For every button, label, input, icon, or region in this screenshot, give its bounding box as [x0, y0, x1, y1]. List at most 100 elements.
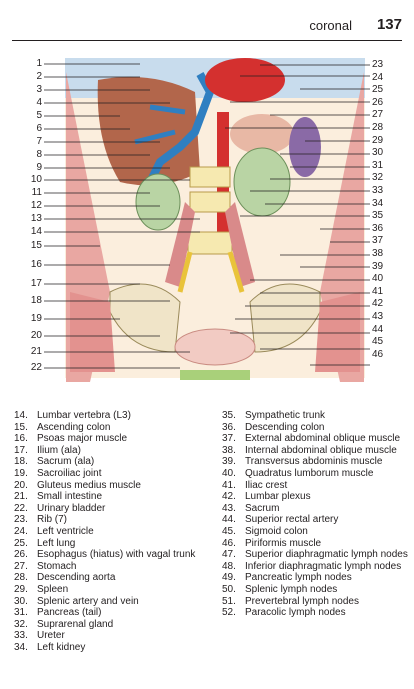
legend-text: Stomach [37, 560, 77, 572]
legend-text: Suprarenal gland [37, 618, 114, 630]
legend-number: 16. [14, 433, 28, 445]
legend-item: 21.Small intestine [14, 491, 204, 503]
legend-number: 43. [222, 502, 236, 514]
callout-number: 39 [372, 260, 384, 272]
legend-text: Ilium (ala) [37, 444, 81, 456]
callout-number: 28 [372, 122, 384, 133]
legend-item: 31.Pancreas (tail) [14, 607, 204, 619]
callout-number: 33 [372, 185, 384, 196]
legend-number: 17. [14, 444, 28, 456]
spleen [289, 117, 321, 177]
callout-number: 14 [30, 226, 42, 237]
legend-item: 34. Left kidney [14, 642, 204, 654]
legend-number: 51. [222, 595, 236, 607]
legend-number: 24. [14, 525, 28, 537]
section-title: coronal [309, 18, 352, 33]
legend-number: 36. [222, 421, 236, 433]
legend-item: 36.Descending colon [222, 422, 408, 434]
callout-number: 1 [36, 58, 42, 69]
legend-item: 17. Ilium (ala) [14, 445, 204, 457]
legend-item: 23.Rib (7) [14, 514, 204, 526]
callout-number: 5 [36, 110, 42, 121]
callout-number: 31 [372, 159, 384, 171]
legend-number: 49. [222, 572, 236, 584]
legend-text: Quadratus lumborum muscle [245, 467, 374, 479]
legend-number: 15. [14, 421, 28, 433]
legend-text: Pancreatic lymph nodes [245, 572, 352, 584]
legend-number: 28. [14, 572, 28, 584]
legend-number: 45. [222, 525, 236, 537]
callout-number: 23 [372, 59, 384, 70]
left-ilium [249, 283, 321, 353]
legend-text: Psoas major muscle [37, 433, 128, 445]
heart [205, 58, 285, 102]
callout-number: 7 [36, 136, 42, 147]
legend-text: Sympathetic trunk [245, 410, 326, 421]
left-kidney [233, 147, 291, 217]
callout-number: 6 [36, 123, 42, 134]
legend-text: Lumbar plexus [245, 491, 311, 503]
page-number: 137 [376, 16, 402, 33]
legend-item: 50.Splenic lymph nodes [222, 584, 408, 596]
legend-number: 34. [14, 641, 28, 653]
legend-text: Left kidney [37, 641, 86, 653]
legend-number: 23. [14, 514, 28, 526]
legend-item: 19.Sacroiliac joint [14, 468, 204, 480]
legend-item: 35.Sympathetic trunk [222, 410, 408, 422]
legend-item: 32. Suprarenal gland [14, 619, 204, 631]
callout-number: 19 [30, 313, 42, 324]
legend-text: Urinary bladder [37, 502, 106, 514]
legend-item: 51. Prevertebral lymph nodes [222, 596, 408, 608]
callout-number: 43 [372, 311, 384, 322]
callout-number: 8 [36, 149, 42, 160]
legend-number: 48. [222, 560, 236, 572]
callout-number: 21 [30, 346, 42, 357]
legend-text: Paracolic lymph nodes [245, 607, 346, 619]
legend-item: 37.External abdominal oblique muscle [222, 433, 408, 445]
legend-item: 33.Ureter [14, 630, 204, 642]
legend-item: 24.Left ventricle [14, 526, 204, 538]
callout-number: 25 [372, 84, 384, 96]
legend-item: 29.Spleen [14, 584, 204, 596]
legend-item: 41.Iliac crest [222, 480, 408, 492]
legend-number: 32. [14, 618, 28, 630]
callout-number: 2 [36, 71, 42, 82]
legend-text: Sigmoid colon [245, 525, 308, 537]
legend-item: 49. Pancreatic lymph nodes [222, 572, 408, 584]
left-psoas [225, 202, 255, 287]
legend-text: Piriformis muscle [245, 537, 322, 549]
legend-number: 42. [222, 491, 236, 503]
legend-number: 30. [14, 595, 28, 607]
legend-number: 21. [14, 491, 28, 503]
small-intestine [174, 328, 256, 366]
callout-number: 20 [30, 330, 42, 341]
right-gluteus [70, 292, 115, 372]
legend-column-1: 14.Lumbar vertebra (L3)15.Ascending colo… [14, 410, 204, 653]
right-leader-lines [225, 64, 370, 366]
legend-number: 19. [14, 467, 28, 479]
legend-item: 45. Sigmoid colon [222, 526, 408, 538]
callout-number: 32 [372, 172, 384, 184]
callout-number: 30 [372, 147, 384, 159]
callout-number: 12 [30, 200, 42, 211]
legend-item: 30. Splenic artery and vein [14, 596, 204, 608]
callout-number: 44 [372, 323, 384, 335]
legend-text: Splenic artery and vein [37, 595, 139, 607]
legend-number: 26. [14, 549, 28, 561]
legend-item: 38.Internal abdominal oblique muscle [222, 445, 408, 457]
callout-number: 36 [372, 222, 384, 234]
callout-number: 15 [30, 240, 42, 251]
legend-text: Prevertebral lymph nodes [245, 595, 359, 607]
legend-item: 43.Sacrum [222, 503, 408, 515]
legend-number: 46. [222, 537, 236, 549]
legend-text: Lumbar vertebra (L3) [37, 410, 131, 421]
header-rule [12, 40, 402, 41]
legend-item: 14.Lumbar vertebra (L3) [14, 410, 204, 422]
page-header: coronal 137 [0, 0, 414, 41]
callout-number: 41 [372, 285, 384, 297]
legend-number: 39. [222, 456, 236, 468]
legend-item: 26.Esophagus (hiatus) with vagal trunk [14, 549, 204, 561]
legend-item: 52.Paracolic lymph nodes [222, 607, 408, 619]
legend-text: Internal abdominal oblique muscle [245, 444, 397, 456]
